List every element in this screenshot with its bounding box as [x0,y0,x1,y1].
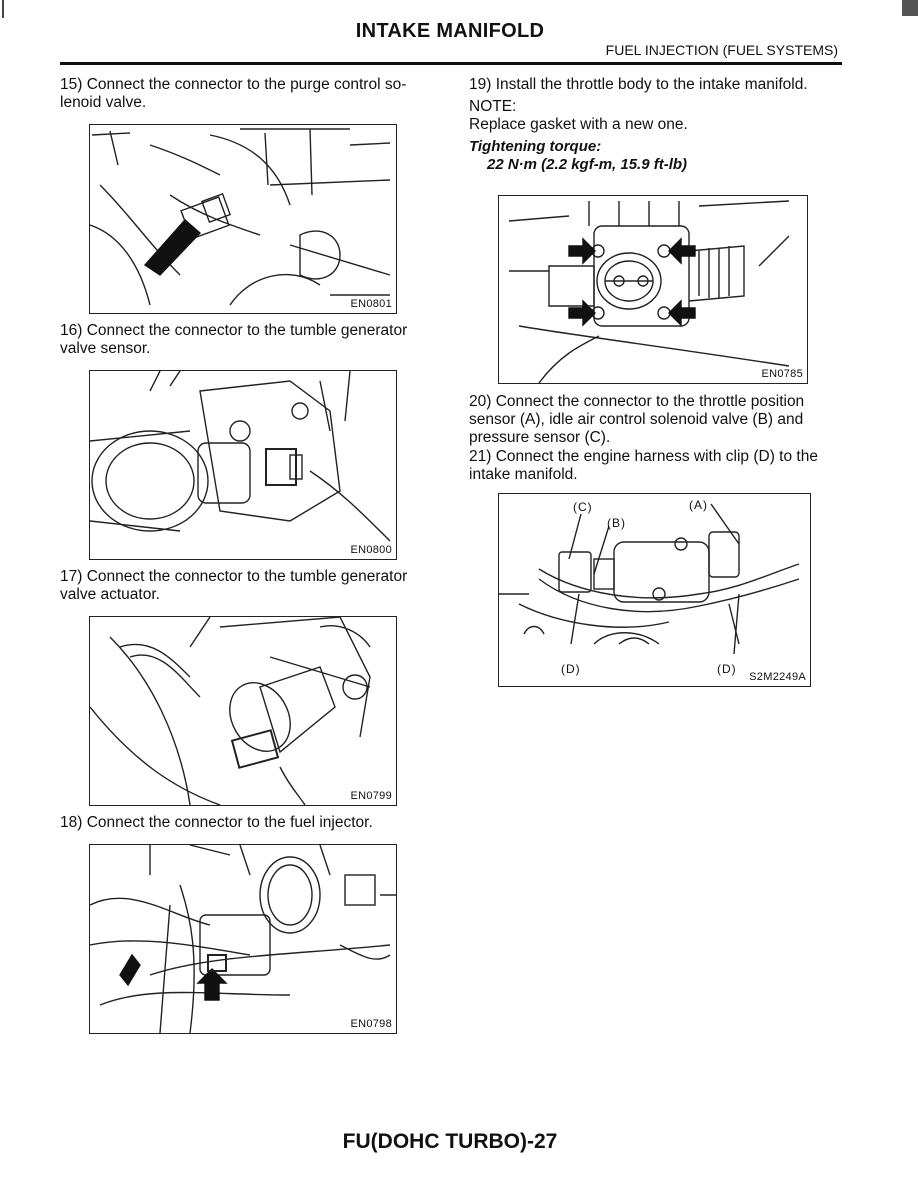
figure-code: EN0798 [350,1018,392,1030]
step-15-text: 15) Connect the connector to the purge c… [60,76,432,112]
step-17-text: 17) Connect the connector to the tumble … [60,568,432,604]
figure-tgv-actuator: EN0799 [89,616,397,806]
callout-d-right: (D) [717,662,737,676]
note-text: Replace gasket with a new one. [469,116,688,133]
note-label: NOTE: [469,98,517,115]
figure-fuel-injector: EN0798 [89,844,397,1034]
figure-drawing [90,371,391,542]
figure-drawing [499,503,800,655]
step-18-text: 18) Connect the connector to the fuel in… [60,814,432,832]
figure-code: S2M2249A [749,671,806,683]
callout-b: (B) [607,516,626,530]
torque-value: 22 N·m (2.2 kgf-m, 15.9 ft-lb) [487,156,688,173]
figure-connectors-harness: (C) (A) (B) (D) (D) S2M2249A [498,493,811,687]
step-17-line1: 17) Connect the connector to the tumble … [60,568,408,585]
step-16-line1: 16) Connect the connector to the tumble … [60,322,408,339]
step-15-line2: lenoid valve. [60,94,147,111]
figure-code: EN0800 [350,544,392,556]
step-20-line1: 20) Connect the connector to the throttl… [469,393,805,410]
figure-throttle-body: EN0785 [498,195,808,384]
figure-code: EN0785 [761,368,803,380]
callout-c: (C) [573,500,593,514]
step-18-line1: 18) Connect the connector to the fuel in… [60,814,373,831]
step-19-text: 19) Install the throttle body to the int… [469,76,841,174]
callout-a: (A) [689,498,708,512]
step-20-text: 20) Connect the connector to the throttl… [469,393,839,447]
step-16-line2: valve sensor. [60,340,151,357]
figure-drawing [90,845,396,1033]
step-21-line1: 21) Connect the engine harness with clip… [469,448,818,465]
corner-mark [902,0,918,16]
page-title: INTAKE MANIFOLD [355,20,545,42]
figure-tgv-sensor: EN0800 [89,370,397,560]
step-21-line2: intake manifold. [469,466,578,483]
page-edge-mark [2,0,4,18]
step-15-line1: 15) Connect the connector to the purge c… [60,76,407,93]
step-20-line2: sensor (A), idle air control solenoid va… [469,411,804,428]
step-17-line2: valve actuator. [60,586,160,603]
torque-label: Tightening torque: [469,138,602,155]
step-21-text: 21) Connect the engine harness with clip… [469,448,841,484]
callout-d-left: (D) [561,662,581,676]
figure-drawing [90,617,371,805]
step-16-text: 16) Connect the connector to the tumble … [60,322,432,358]
page-number: FU(DOHC TURBO)-27 [342,1130,558,1153]
figure-drawing [90,128,391,306]
figure-drawing [508,200,790,383]
header-rule [60,62,842,65]
step-19-line1: 19) Install the throttle body to the int… [469,76,808,93]
section-title: FUEL INJECTION (FUEL SYSTEMS) [605,42,838,58]
figure-code: EN0801 [350,298,392,310]
figure-code: EN0799 [350,790,392,802]
step-20-line3: pressure sensor (C). [469,429,611,446]
figure-purge-control-solenoid: EN0801 [89,124,397,314]
